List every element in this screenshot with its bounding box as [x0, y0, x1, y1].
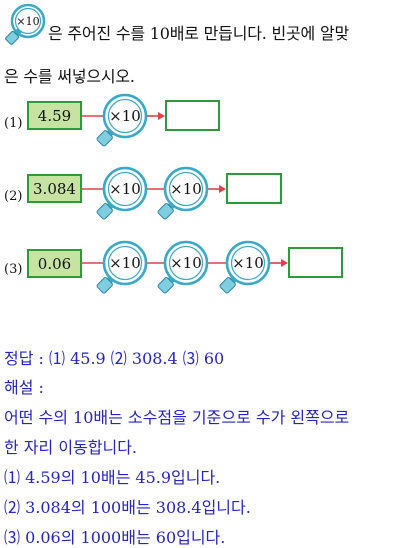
magnifier-icon: ×10: [157, 240, 209, 294]
answer-line-3: ⑶ 0.06의 1000배는 60입니다.: [4, 528, 226, 547]
row-1-label: (1): [4, 116, 23, 131]
magnifier-label: ×10: [232, 254, 264, 272]
magnifier-label: ×10: [170, 254, 202, 272]
answer-line-1: ⑴ 4.59의 10배는 45.9입니다.: [4, 468, 221, 487]
magnifier-label: ×10: [109, 180, 141, 198]
magnifier-label: ×10: [170, 180, 202, 198]
magnifier-icon: ×10: [96, 166, 148, 220]
row-3-label: (3): [4, 262, 23, 277]
row-3-answer-box[interactable]: [288, 247, 343, 278]
explain-line-1: 어떤 수의 10배는 소수점을 기준으로 수가 왼쪽으로: [4, 408, 350, 427]
row-3-value: 0.06: [37, 254, 72, 273]
row-1-value: 4.59: [37, 106, 72, 125]
row-2-label: (2): [4, 189, 23, 204]
question-line-1: 은 주어진 수를 10배로 만듭니다. 빈곳에 알맞: [48, 24, 350, 43]
arrow-icon: [219, 185, 226, 193]
answer-title: 정답 : ⑴ 45.9 ⑵ 308.4 ⑶ 60: [4, 349, 225, 368]
question-line-2: 은 수를 써넣으시오.: [4, 67, 135, 86]
row-1-answer-box[interactable]: [165, 100, 220, 131]
explain-line-2: 한 자리 이동합니다.: [4, 438, 138, 457]
row-3-value-box: 0.06: [27, 249, 82, 278]
magnifier-chains: ×10 ×10 ×10 ×10 ×10 ×10: [82, 93, 288, 294]
magnifier-icon: ×10: [5, 3, 46, 45]
magnifier-icon: ×10: [96, 93, 148, 147]
explain-title: 해설 :: [4, 378, 44, 397]
row-2-value-box: 3.084: [27, 174, 82, 203]
magnifier-icon: ×10: [219, 240, 271, 294]
magnifier-label: ×10: [109, 107, 141, 125]
row-2-value: 3.084: [33, 179, 76, 198]
magnifier-label: ×10: [16, 15, 39, 28]
row-1-value-box: 4.59: [27, 101, 82, 130]
row-2-answer-box[interactable]: [226, 173, 282, 204]
magnifier-icon: ×10: [157, 166, 209, 220]
magnifier-label: ×10: [109, 254, 141, 272]
answer-line-2: ⑵ 3.084의 100배는 308.4입니다.: [4, 498, 251, 517]
arrow-icon: [158, 112, 165, 120]
arrow-icon: [281, 259, 288, 267]
magnifier-icon: ×10: [96, 240, 148, 294]
